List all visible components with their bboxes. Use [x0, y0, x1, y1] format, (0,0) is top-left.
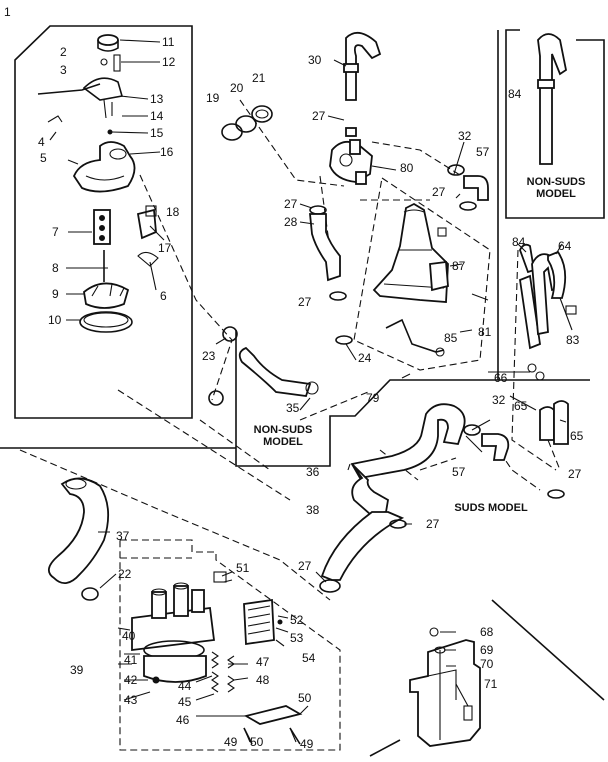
callout-27-b: 27	[284, 197, 298, 211]
callout-51: 51	[236, 561, 250, 575]
callout-27-e: 27	[568, 467, 582, 481]
callout-30: 30	[308, 53, 322, 67]
callout-57-b: 57	[452, 465, 466, 479]
callout-27-a: 27	[312, 109, 326, 123]
callout-84-b: 84	[512, 235, 526, 249]
callout-1: 1	[4, 5, 11, 19]
callout-65-a: 65	[514, 399, 528, 413]
callout-27-d: 27	[432, 185, 446, 199]
callout-11: 11	[162, 35, 175, 49]
callout-18: 18	[166, 205, 180, 219]
callout-35: 35	[286, 401, 300, 415]
non-suds-model-label-top: NON-SUDS MODEL	[526, 176, 586, 200]
callout-44: 44	[178, 679, 192, 693]
callout-10: 10	[48, 313, 62, 327]
callout-16: 16	[160, 145, 174, 159]
callout-41: 41	[124, 653, 138, 667]
callout-69: 69	[480, 643, 494, 657]
callout-32-b: 32	[492, 393, 506, 407]
callout-14: 14	[150, 109, 164, 123]
callout-42: 42	[124, 673, 138, 687]
callout-81: 81	[478, 325, 492, 339]
non-suds-model-label-middle: NON-SUDS MODEL	[253, 424, 313, 448]
callout-7: 7	[52, 225, 59, 239]
callout-4: 4	[38, 135, 45, 149]
callout-50-a: 50	[298, 691, 312, 705]
callout-50-b: 50	[250, 735, 264, 749]
callout-83: 83	[566, 333, 580, 347]
callout-79: 79	[366, 391, 380, 405]
valve-assembly-panel	[14, 25, 193, 419]
callout-49-b: 49	[300, 737, 314, 751]
callout-54: 54	[302, 651, 316, 665]
suds-model-label: SUDS MODEL	[454, 502, 528, 514]
callout-66: 66	[494, 371, 508, 385]
callout-27-g: 27	[298, 559, 312, 573]
callout-37: 37	[116, 529, 130, 543]
callout-57-a: 57	[476, 145, 490, 159]
callout-40: 40	[122, 629, 136, 643]
callout-45: 45	[178, 695, 192, 709]
callout-28: 28	[284, 215, 298, 229]
callout-21: 21	[252, 71, 266, 85]
callout-87: 87	[452, 259, 466, 273]
callout-23: 23	[202, 349, 216, 363]
callout-19: 19	[206, 91, 220, 105]
callout-32-a: 32	[458, 129, 472, 143]
callout-52: 52	[290, 613, 304, 627]
callout-27-c: 27	[298, 295, 312, 309]
callout-38: 38	[306, 503, 320, 517]
callout-85: 85	[444, 331, 458, 345]
callout-17: 17	[158, 241, 172, 255]
callout-12: 12	[162, 55, 176, 69]
callout-53: 53	[290, 631, 304, 645]
callout-80: 80	[400, 161, 414, 175]
callout-64: 64	[558, 239, 572, 253]
callout-70: 70	[480, 657, 494, 671]
callout-27-f: 27	[426, 517, 440, 531]
callout-6: 6	[160, 289, 167, 303]
callout-5: 5	[40, 151, 47, 165]
callout-8: 8	[52, 261, 59, 275]
callout-49-a: 49	[224, 735, 238, 749]
callout-43: 43	[124, 693, 138, 707]
callout-47: 47	[256, 655, 270, 669]
callout-46: 46	[176, 713, 190, 727]
callout-20: 20	[230, 81, 244, 95]
callout-13: 13	[150, 92, 164, 106]
callout-71: 71	[484, 677, 498, 691]
callout-9: 9	[52, 287, 59, 301]
callout-36: 36	[306, 465, 320, 479]
callout-68: 68	[480, 625, 494, 639]
callout-48: 48	[256, 673, 270, 687]
callout-22: 22	[118, 567, 132, 581]
callout-15: 15	[150, 126, 164, 140]
callout-2: 2	[60, 45, 67, 59]
callout-65-b: 65	[570, 429, 584, 443]
callout-84-a: 84	[508, 87, 522, 101]
callout-39: 39	[70, 663, 84, 677]
callout-3: 3	[60, 63, 67, 77]
callout-24: 24	[358, 351, 372, 365]
